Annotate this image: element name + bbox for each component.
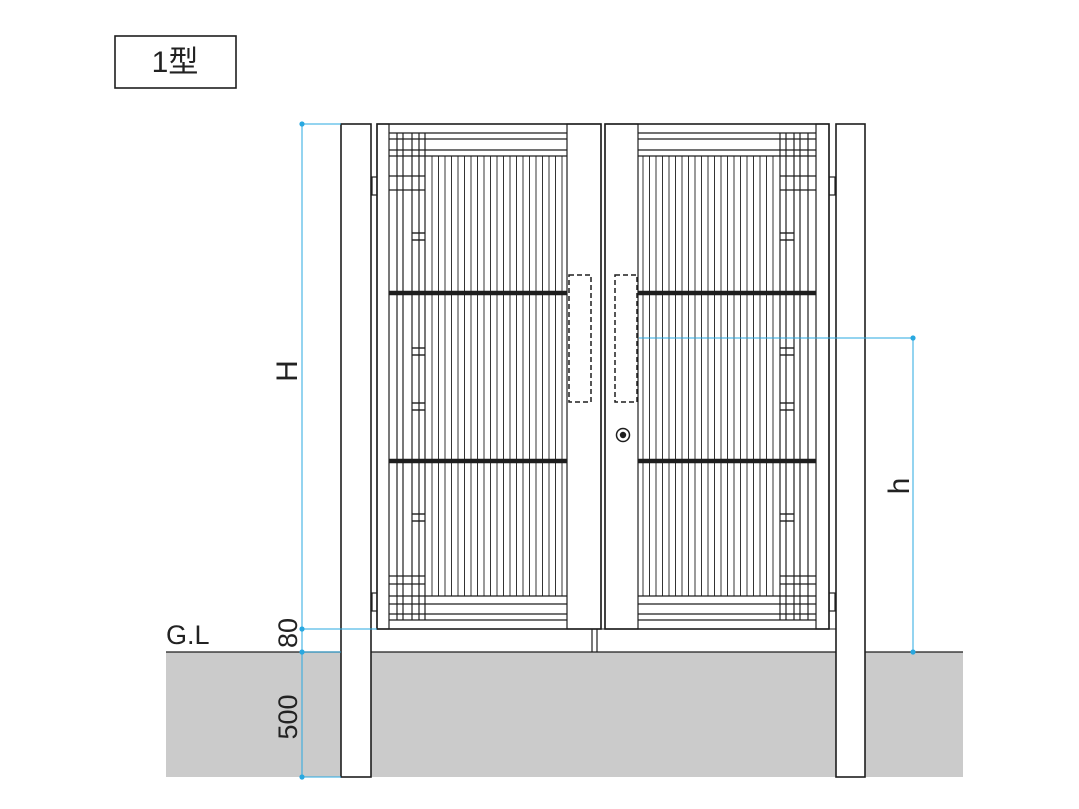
left-post [340,123,372,778]
keyhole-icon [615,427,631,443]
ground-area [166,652,963,777]
ground-level-label: G.L [166,620,210,650]
title-label: 1型 [152,46,199,79]
right-slats [642,156,774,596]
left-gate-leaf [376,123,602,630]
dimension-points [299,121,916,780]
left-slats [431,156,563,596]
clearance-label: 80 [273,618,303,648]
dimension-lines [301,123,914,778]
right-gate-leaf [604,123,830,630]
height-total-label: H [271,360,304,382]
height-handle-label: h [883,478,916,495]
left-handle-outline [568,274,592,403]
right-handle-outline [614,274,638,403]
title-box: 1型 [114,35,237,89]
embed-depth-label: 500 [273,694,303,739]
right-post [835,123,866,778]
center-drop-rod [591,629,598,652]
